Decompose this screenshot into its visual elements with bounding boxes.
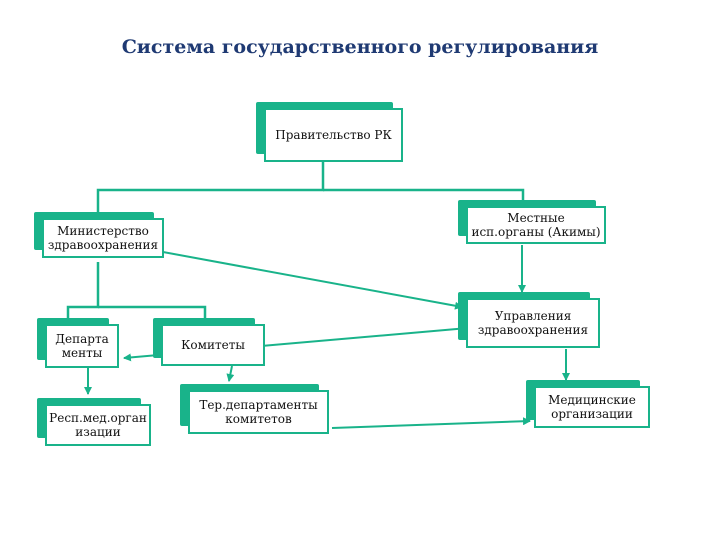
node-departments: Департа менты [37,318,119,368]
node-ministry-label: Министерство здравоохранения [42,218,164,258]
node-rep-med-orgs-label: Респ.мед.орган изации [45,404,151,446]
node-government: Правительство РК [256,102,403,162]
arrow-ministry-to-health-departments [162,251,463,310]
node-ter-departments: Тер.департаменты комитетов [180,384,329,434]
diagram-title: Система государственного регулирования [121,36,599,58]
node-committees-label: Комитеты [161,324,265,366]
node-departments-label: Департа менты [45,324,119,368]
node-local-bodies-label: Местные исп.органы (Акимы) [466,206,606,244]
node-medical-orgs: Медицинские организации [526,380,650,428]
node-government-label: Правительство РК [264,108,403,162]
node-ter-departments-label: Тер.департаменты комитетов [188,390,329,434]
arrow-ter-departments-to-medical-orgs [331,417,531,429]
node-committees: Комитеты [153,318,265,366]
node-health-departments-label: Управления здравоохранения [466,298,600,348]
node-local-bodies: Местные исп.органы (Акимы) [458,200,606,244]
connector-ministry-branch [66,262,100,320]
node-rep-med-orgs: Респ.мед.орган изации [37,398,151,446]
node-ministry: Министерство здравоохранения [34,212,164,258]
node-health-departments: Управления здравоохранения [458,292,600,348]
connector-government-trunk [96,162,325,214]
arrow-committees-to-ter-departments [226,365,235,382]
connector-government-local [323,188,525,200]
node-medical-orgs-label: Медицинские организации [534,386,650,428]
connector-ministry-committees [98,305,207,322]
